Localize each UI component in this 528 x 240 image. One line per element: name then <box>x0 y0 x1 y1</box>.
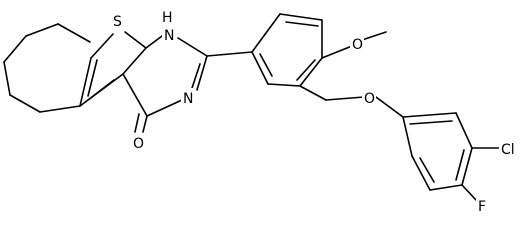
bond <box>146 99 183 117</box>
bond <box>3 61 11 96</box>
bond <box>9 94 41 113</box>
bond <box>375 96 404 118</box>
carbonyl-oxygen-label: O <box>133 136 144 152</box>
bond <box>321 45 353 59</box>
bond <box>122 47 147 75</box>
bond <box>361 31 387 41</box>
bond <box>455 112 473 149</box>
bond <box>299 57 323 87</box>
molecule-diagram: S H N N O O O Cl F <box>3 8 525 214</box>
bond <box>285 21 319 27</box>
bond <box>259 53 273 77</box>
bond <box>79 57 92 107</box>
nh-nitrogen-label: N <box>164 28 174 44</box>
bond <box>299 85 327 101</box>
atom-labels: S H N N O O O Cl F <box>111 8 525 214</box>
ether-oxygen-label: O <box>364 91 375 107</box>
chlorine-label: Cl <box>501 142 515 158</box>
bond <box>57 23 91 43</box>
bond <box>145 35 163 49</box>
imine-nitrogen-label: N <box>183 91 193 107</box>
bond <box>409 120 453 125</box>
bond <box>124 31 147 49</box>
bond <box>411 155 431 191</box>
sulfur-label: S <box>113 14 122 30</box>
bond <box>122 73 148 117</box>
bond <box>279 13 323 21</box>
bond <box>87 59 98 97</box>
methoxy-oxygen-label: O <box>352 37 363 53</box>
bond <box>461 184 477 201</box>
bond <box>39 105 81 113</box>
bond <box>177 37 208 57</box>
bond <box>267 83 301 87</box>
bond <box>296 59 316 81</box>
nh-hydrogen-label: H <box>162 10 173 26</box>
bond <box>90 33 114 59</box>
bond <box>251 13 281 53</box>
bond <box>402 112 457 118</box>
bond <box>25 23 59 37</box>
bond <box>455 149 465 181</box>
bond <box>429 184 463 191</box>
bond <box>3 35 27 63</box>
bond <box>251 51 269 85</box>
fluorine-label: F <box>478 199 486 214</box>
bond <box>87 79 115 101</box>
bond <box>142 115 148 133</box>
bond <box>419 157 435 183</box>
bond <box>134 113 140 133</box>
bond <box>191 63 201 89</box>
bond <box>206 51 253 57</box>
bond-set <box>3 13 501 201</box>
bond <box>461 147 473 186</box>
bond <box>196 55 208 91</box>
bond <box>402 116 413 157</box>
structure-svg: S H N N O O O Cl F <box>3 8 525 214</box>
bond <box>325 96 365 101</box>
